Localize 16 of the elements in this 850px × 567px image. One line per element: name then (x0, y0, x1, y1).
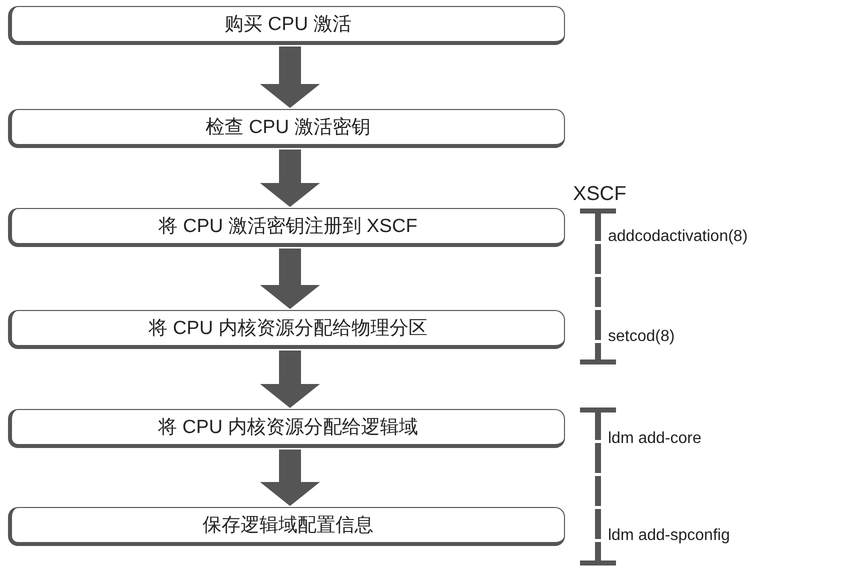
arrow (260, 46, 320, 108)
process-box: 保存逻辑域配置信息 (8, 507, 565, 546)
process-box: 将 CPU 内核资源分配给物理分区 (8, 310, 565, 349)
command-label: addcodactivation(8) (608, 228, 748, 246)
process-box: 购买 CPU 激活 (8, 6, 565, 45)
process-box: 检查 CPU 激活密钥 (8, 109, 565, 148)
arrow (260, 350, 320, 408)
process-box: 将 CPU 内核资源分配给逻辑域 (8, 409, 565, 448)
command-label: setcod(8) (608, 328, 675, 346)
command-label: ldm add-core (608, 430, 702, 448)
heading: XSCF (573, 183, 626, 206)
command-label: ldm add-spconfig (608, 527, 730, 545)
arrow (260, 450, 320, 506)
process-box: 将 CPU 激活密钥注册到 XSCF (8, 208, 565, 247)
arrow (260, 248, 320, 309)
arrow (260, 150, 320, 207)
